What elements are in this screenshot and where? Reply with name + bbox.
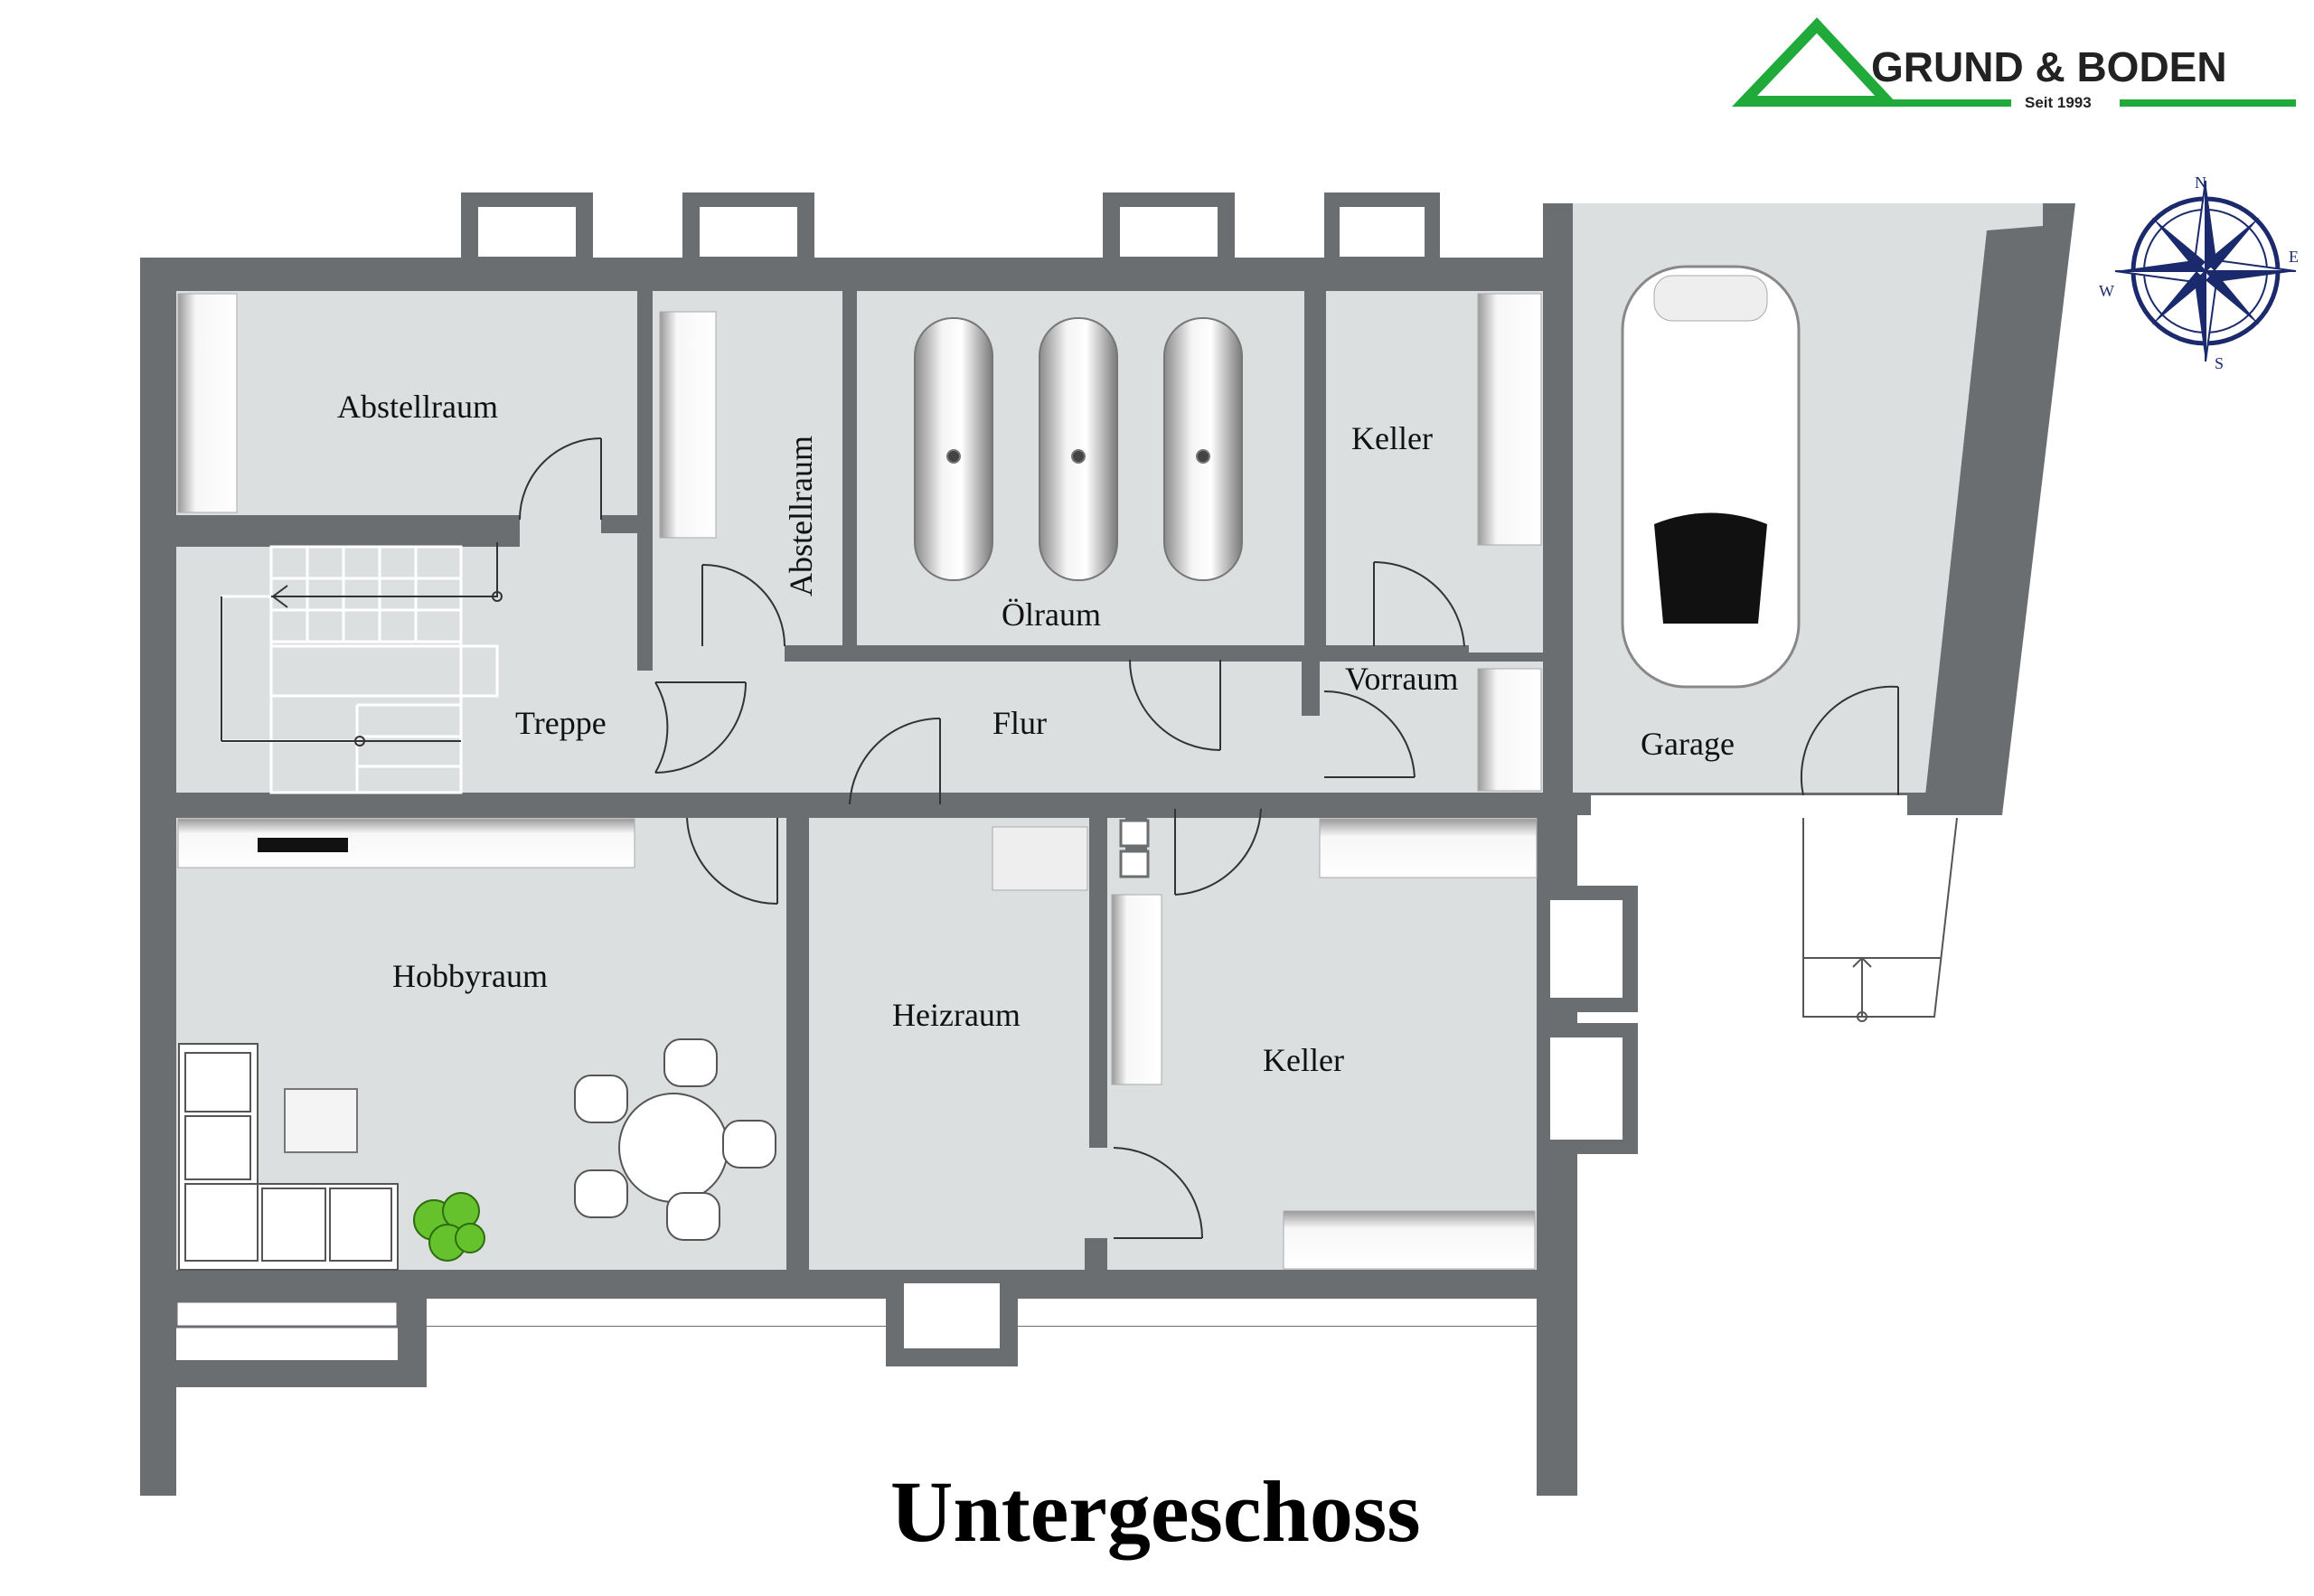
label-oelraum: Ölraum — [1002, 596, 1101, 633]
plan-title: Untergeschoss — [890, 1463, 1421, 1560]
label-abstellraum-1: Abstellraum — [337, 389, 498, 425]
label-treppe: Treppe — [515, 705, 607, 741]
car-icon — [1621, 265, 1801, 689]
logo-name: GRUND & BODEN — [1871, 43, 2227, 90]
compass-s: S — [2215, 354, 2224, 372]
room-labels: Abstellraum Abstellraum Ölraum Keller Vo… — [337, 389, 1735, 1078]
label-keller-bottom: Keller — [1263, 1042, 1344, 1078]
company-logo: GRUND & BODEN Seit 1993 — [1732, 17, 2296, 111]
label-vorraum: Vorraum — [1345, 661, 1458, 697]
label-hobbyraum: Hobbyraum — [392, 958, 548, 994]
tv-icon — [258, 838, 348, 852]
compass-n: N — [2195, 174, 2206, 192]
label-abstellraum-2: Abstellraum — [783, 436, 819, 596]
plant-icon — [413, 1192, 485, 1262]
sofa-icon — [178, 1043, 399, 1271]
compass-rose-icon: N E S W — [2099, 174, 2299, 372]
stair-arrow-icon — [221, 542, 503, 746]
label-heizraum: Heizraum — [892, 997, 1021, 1033]
logo-triangle-icon — [1732, 17, 1900, 107]
windows — [476, 205, 1624, 1141]
compass-w: W — [2099, 282, 2114, 300]
compass-e: E — [2289, 248, 2299, 266]
label-keller-top: Keller — [1351, 420, 1433, 456]
door-swings — [519, 437, 1899, 1239]
exterior-steps — [1802, 817, 1958, 1022]
label-flur: Flur — [992, 705, 1047, 741]
cabinets — [177, 293, 1542, 1270]
logo-since: Seit 1993 — [2025, 94, 2092, 111]
label-garage: Garage — [1641, 726, 1735, 762]
oil-tanks — [914, 317, 1243, 581]
coffee-table — [284, 1088, 358, 1153]
dining-table-icon — [574, 1038, 776, 1241]
